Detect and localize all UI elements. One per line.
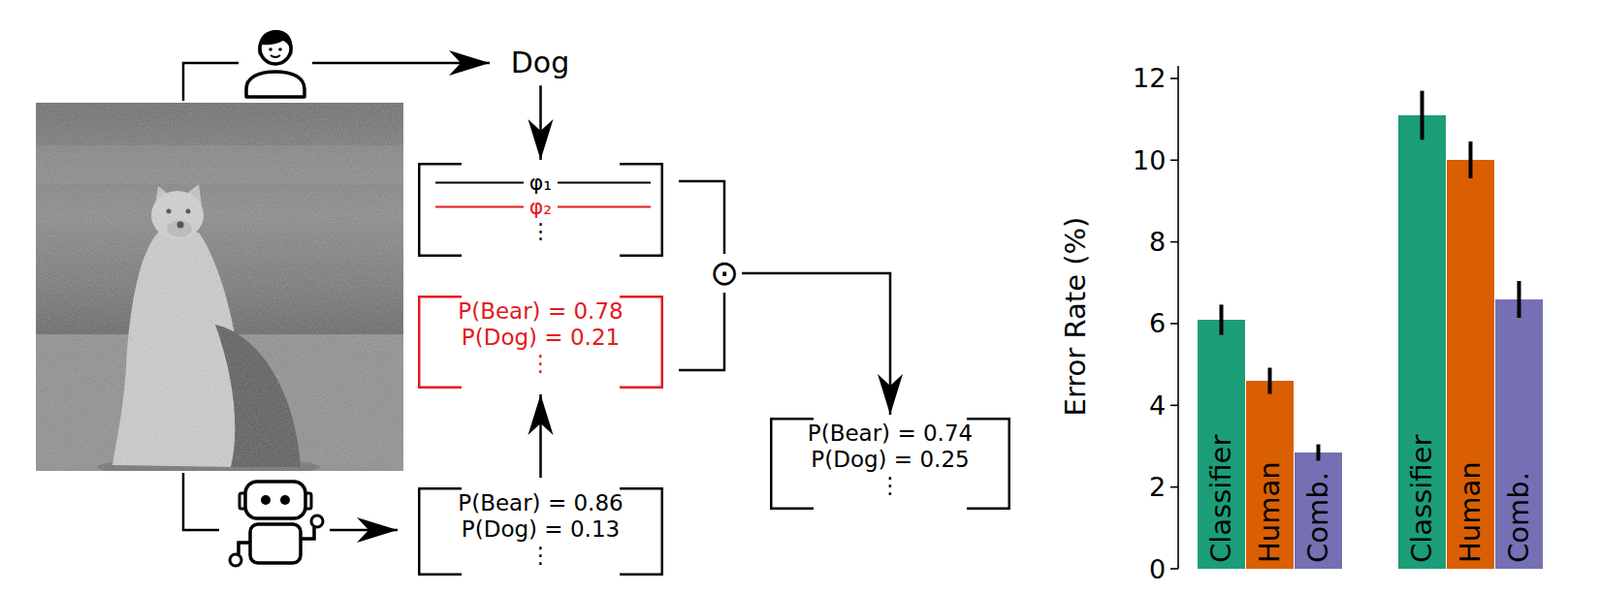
node-text: ⋮ <box>873 473 908 500</box>
product-operator: ⊙ <box>709 256 739 291</box>
node-text: P(Bear) = 0.74 <box>801 420 979 448</box>
node-text: P(Bear) = 0.86 <box>451 490 629 517</box>
error-bar <box>1469 141 1473 179</box>
tick-label: 10 <box>1132 147 1166 174</box>
node-text: ⋮ <box>524 219 558 244</box>
node-text: Comb. <box>1504 472 1534 564</box>
photo <box>35 102 404 472</box>
tick-label: 2 <box>1149 474 1166 501</box>
node-text: φ₂ <box>523 194 558 220</box>
bracket <box>418 296 663 388</box>
connector <box>539 394 543 479</box>
node-text: Comb. <box>1304 472 1333 564</box>
node-text: ⋮ <box>523 543 558 570</box>
node-text: P(Dog) = 0.25 <box>804 447 975 474</box>
error-bar <box>1420 91 1425 141</box>
weight-matrix: φ₁φ₂⋮ <box>417 162 664 257</box>
bracket <box>418 488 663 576</box>
node-text: P(Bear) = 0.78 <box>451 298 629 325</box>
chart-axis <box>1170 65 1179 570</box>
output-label: Dog <box>507 42 575 85</box>
bar: Comb. <box>1294 452 1343 570</box>
tick-label: 0 <box>1149 556 1166 583</box>
bracket <box>770 418 1010 510</box>
tick-label: 8 <box>1149 228 1166 256</box>
probability-vector: P(Bear) = 0.78P(Dog) = 0.21⋮ <box>417 295 664 389</box>
person-icon <box>238 28 313 100</box>
node-text: Human <box>1255 461 1284 564</box>
node-text: φ₁ <box>523 170 558 195</box>
node-text: P(Dog) = 0.21 <box>455 324 626 352</box>
probability-vector: P(Bear) = 0.74P(Dog) = 0.25⋮ <box>769 417 1011 511</box>
node-text: Human <box>1456 461 1485 564</box>
node-text: Classifier <box>1408 435 1437 564</box>
connector <box>678 181 725 255</box>
tick-label: 4 <box>1149 392 1166 419</box>
error-bar <box>1268 368 1273 395</box>
probability-vector: P(Bear) = 0.86P(Dog) = 0.13⋮ <box>417 487 664 576</box>
connector <box>678 292 725 371</box>
node-text: ⊙ <box>709 256 739 291</box>
bar: Human <box>1246 381 1294 570</box>
bar: Classifier <box>1197 320 1246 570</box>
node-text: ⋮ <box>523 351 558 378</box>
error-bar <box>1219 304 1224 335</box>
axis-title: Error Rate (%) <box>1061 216 1090 416</box>
node-text: Dog <box>511 46 571 81</box>
error-bar <box>1517 281 1522 319</box>
bracket <box>418 163 663 256</box>
bar: Comb. <box>1495 299 1543 570</box>
node-text: Classifier <box>1207 435 1236 564</box>
connector <box>741 273 891 416</box>
bar: Classifier <box>1398 115 1446 570</box>
node-text: P(Dog) = 0.13 <box>455 516 626 544</box>
bar: Human <box>1446 160 1495 570</box>
tick-label: 6 <box>1149 310 1166 337</box>
error-bar <box>1316 444 1321 461</box>
robot-icon <box>219 475 330 571</box>
connector <box>539 85 543 160</box>
tick-label: 12 <box>1132 64 1166 92</box>
